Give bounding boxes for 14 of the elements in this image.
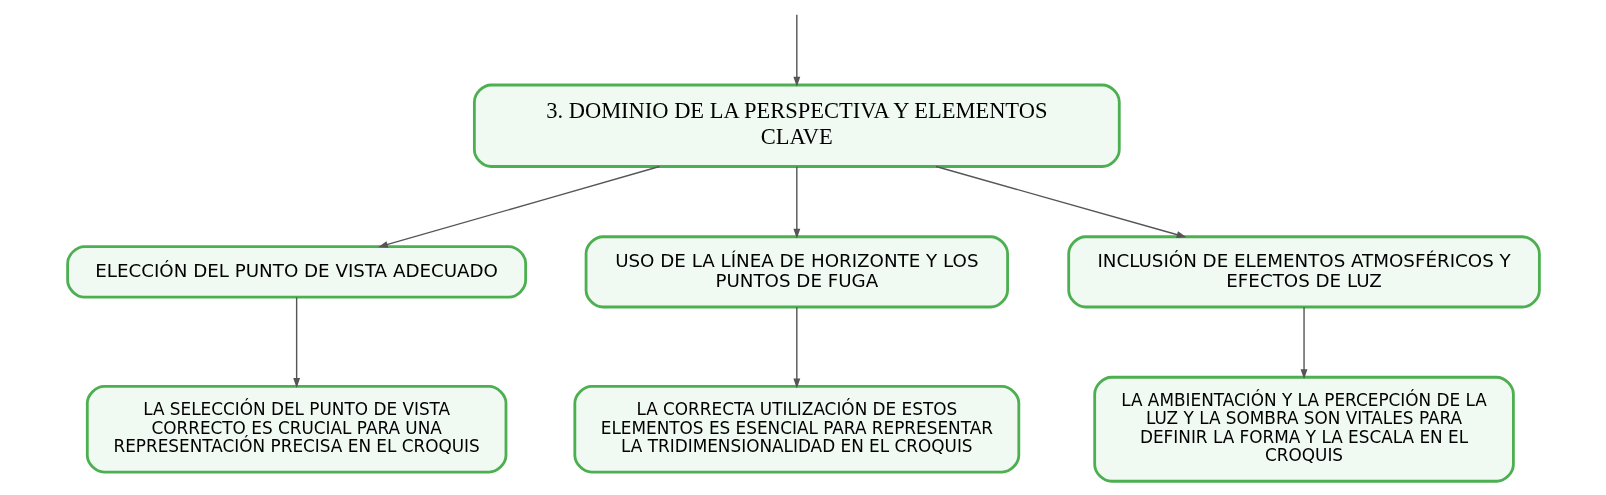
arrow bbox=[792, 306, 800, 389]
node-box: INCLUSIÓN DE ELEMENTOS ATMOSFÉRICOS Y EFECTOS DE LUZ bbox=[1066, 235, 1541, 309]
arrow bbox=[934, 165, 1186, 238]
node-box: USO DE LA LÍNEA DE HORIZONTE Y LOS PUNTOS DE FUGA bbox=[584, 235, 1009, 309]
arrow bbox=[377, 165, 660, 248]
node-box: LA AMBIENTACIÓN Y LA PERCEPCIÓN DE LA LUZ Y LA SOMBRA SON VITALES PARA DEFINIR LA FORMA Y LA ESCALA EN EL CROQUIS bbox=[1092, 375, 1515, 483]
node-box: LA SELECCIÓN DEL PUNTO DE VISTA CORRECTO ES CRUCIAL PARA UNA REPRESENTACIÓN PRECISA EN EL CROQUIS bbox=[85, 385, 507, 474]
arrow bbox=[1300, 306, 1307, 380]
node-box: 3. DOMINIO DE LA PERSPECTIVA Y ELEMENTOS CLAVE bbox=[472, 83, 1121, 168]
arrow bbox=[292, 296, 300, 388]
node-box: LA CORRECTA UTILIZACIÓN DE ESTOS ELEMENTOS ES ESENCIAL PARA REPRESENTAR LA TRIDIMENSIONALIDAD EN EL CROQUIS bbox=[572, 385, 1020, 474]
arrow bbox=[792, 166, 800, 239]
arrow bbox=[792, 14, 800, 87]
node-box: ELECCIÓN DEL PUNTO DE VISTA ADECUADO bbox=[65, 245, 527, 299]
